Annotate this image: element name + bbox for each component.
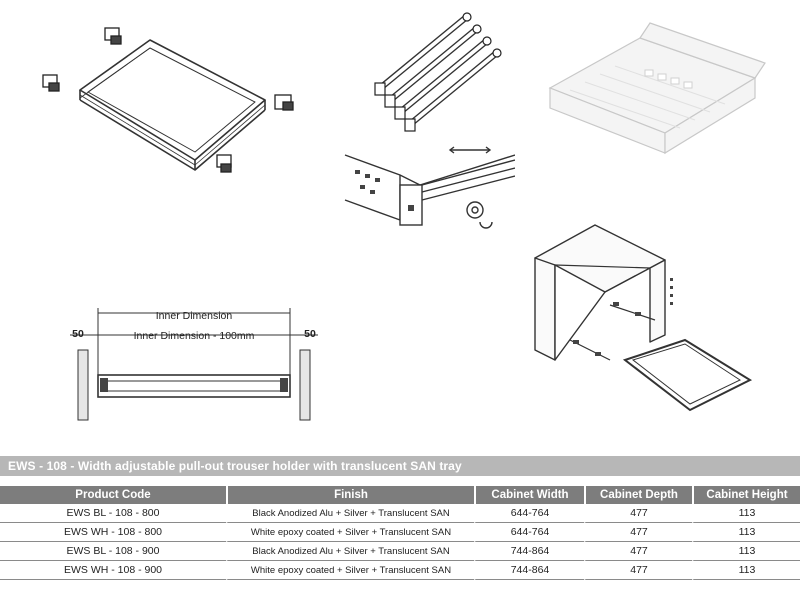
hanger-rods-illustration bbox=[374, 12, 502, 132]
cabinet-height-cell: 113 bbox=[692, 504, 800, 523]
product-code-cell: EWS BL - 108 - 900 bbox=[0, 542, 226, 561]
left-side-panel bbox=[77, 349, 89, 421]
header-cabinet-depth: Cabinet Depth bbox=[584, 486, 692, 504]
cabinet-depth-cell: 477 bbox=[584, 561, 692, 580]
cabinet-depth-cell: 477 bbox=[584, 523, 692, 542]
frame-assembly-illustration bbox=[42, 27, 294, 173]
right-margin-label: 50 bbox=[304, 328, 316, 340]
left-margin-label: 50 bbox=[72, 328, 84, 340]
dimension-diagram: Inner Dimension Inner Dimension - 100mm … bbox=[70, 308, 318, 421]
product-title-banner: EWS - 108 - Width adjustable pull-out tr… bbox=[0, 456, 800, 476]
cabinet-width-cell: 644-764 bbox=[474, 504, 584, 523]
right-side-panel bbox=[299, 349, 311, 421]
header-cabinet-height: Cabinet Height bbox=[692, 486, 800, 504]
header-finish: Finish bbox=[226, 486, 474, 504]
width-adjustment-detail-illustration bbox=[344, 146, 515, 229]
cabinet-height-cell: 113 bbox=[692, 542, 800, 561]
spec-table: Product Code Finish Cabinet Width Cabine… bbox=[0, 486, 800, 580]
cabinet-width-cell: 744-864 bbox=[474, 561, 584, 580]
table-header-row: Product Code Finish Cabinet Width Cabine… bbox=[0, 486, 800, 504]
cabinet-height-cell: 113 bbox=[692, 523, 800, 542]
table-row: EWS BL - 108 - 900 Black Anodized Alu + … bbox=[0, 542, 800, 561]
cabinet-width-cell: 644-764 bbox=[474, 523, 584, 542]
finish-cell: White epoxy coated + Silver + Translucen… bbox=[226, 561, 474, 580]
table-row: EWS BL - 108 - 800 Black Anodized Alu + … bbox=[0, 504, 800, 523]
cabinet-width-cell: 744-864 bbox=[474, 542, 584, 561]
cabinet-height-cell: 113 bbox=[692, 561, 800, 580]
translucent-tray-illustration bbox=[548, 22, 766, 155]
header-product-code: Product Code bbox=[0, 486, 226, 504]
inner-dimension-label: Inner Dimension bbox=[156, 310, 233, 322]
product-code-cell: EWS WH - 108 - 900 bbox=[0, 561, 226, 580]
table-row: EWS WH - 108 - 800 White epoxy coated + … bbox=[0, 523, 800, 542]
inner-dimension-minus-label: Inner Dimension - 100mm bbox=[134, 330, 255, 342]
cabinet-depth-cell: 477 bbox=[584, 504, 692, 523]
cabinet-depth-cell: 477 bbox=[584, 542, 692, 561]
pullout-frame bbox=[97, 374, 291, 398]
product-title: EWS - 108 - Width adjustable pull-out tr… bbox=[8, 459, 462, 473]
product-code-cell: EWS WH - 108 - 800 bbox=[0, 523, 226, 542]
cabinet-installation-illustration bbox=[534, 224, 753, 412]
finish-cell: White epoxy coated + Silver + Translucen… bbox=[226, 523, 474, 542]
table-row: EWS WH - 108 - 900 White epoxy coated + … bbox=[0, 561, 800, 580]
header-cabinet-width: Cabinet Width bbox=[474, 486, 584, 504]
finish-cell: Black Anodized Alu + Silver + Translucen… bbox=[226, 542, 474, 561]
finish-cell: Black Anodized Alu + Silver + Translucen… bbox=[226, 504, 474, 523]
product-code-cell: EWS BL - 108 - 800 bbox=[0, 504, 226, 523]
